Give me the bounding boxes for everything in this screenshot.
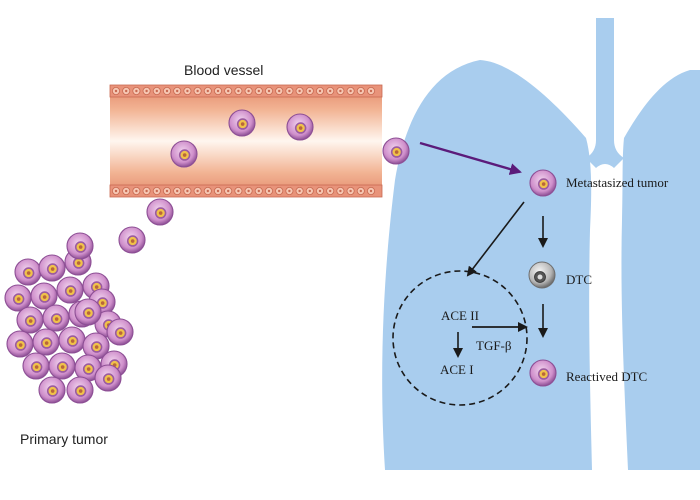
vessel-wall-nucleus [267,89,271,93]
vessel-wall-nucleus [329,89,332,93]
vessel-wall-nucleus [206,89,209,93]
vessel-wall-nucleus [165,89,169,93]
dtc-label: DTC [566,272,592,287]
vessel-wall-nucleus [257,89,260,93]
vessel-wall-nucleus [267,189,271,193]
vessel-wall-nucleus [135,189,138,193]
primary-tumor-cell [66,376,94,404]
primary-tumor-cell [38,254,66,282]
vessel-wall-nucleus [288,189,291,193]
vessel-wall-nucleus [176,189,179,193]
vessel-wall-nucleus [114,89,118,93]
tumor-cells [4,109,557,404]
metastasized-tumor-cell [529,169,557,197]
vessel-wall-nucleus [145,189,148,193]
circulating-tumor-cell [228,109,256,137]
vessel-wall-nucleus [359,89,362,93]
blood-vessel [109,84,383,198]
vessel-wall-nucleus [237,189,240,193]
dtc-cell [528,261,556,289]
primary-tumor-cell [48,352,76,380]
vessel-wall-nucleus [186,189,189,193]
vessel-wall-nucleus [298,89,301,93]
primary-tumor-cell [16,306,44,334]
ace2-label: ACE II [441,308,479,323]
vessel-wall-nucleus [339,89,342,93]
vessel-wall-nucleus [339,189,342,193]
vessel-wall-nucleus [247,89,250,93]
metastasized-tumor-label: Metastasized tumor [566,175,669,190]
vessel-wall-nucleus [369,89,373,93]
vessel-wall-nucleus [349,189,352,193]
primary-tumor-cell [30,282,58,310]
vessel-endothelium [112,87,375,195]
vessel-wall-nucleus [155,189,158,193]
vessel-wall-nucleus [288,89,291,93]
primary-tumor-cell [6,330,34,358]
vessel-wall-nucleus [278,89,281,93]
primary-tumor-cell [58,326,86,354]
vessel-wall-nucleus [237,89,240,93]
vessel-wall-nucleus [155,89,158,93]
right-lung [621,70,700,470]
primary-tumor-cell [14,258,42,286]
arrow-vessel-to-lung [419,141,522,175]
vessel-wall-nucleus [176,89,179,93]
extravasating-cell [382,137,410,165]
vessel-wall-nucleus [227,189,230,193]
circulating-tumor-cell [286,113,314,141]
vessel-wall-nucleus [135,89,138,93]
vessel-wall-nucleus [196,189,199,193]
vessel-wall-nucleus [278,189,281,193]
tgf-beta-label: TGF-β [476,338,512,353]
ace-region-outline [392,270,528,406]
vessel-wall-nucleus [216,189,220,193]
ace1-label: ACE I [440,362,474,377]
vessel-wall-nucleus [216,89,220,93]
primary-tumor-cell [32,328,60,356]
vessel-wall-nucleus [247,189,250,193]
vessel-wall-nucleus [125,89,128,93]
vessel-wall-nucleus [308,189,311,193]
primary-tumor-cell [22,352,50,380]
primary-tumor-cell [74,298,102,326]
primary-tumor-label: Primary tumor [20,431,108,447]
primary-tumor-cell [94,364,122,392]
migrating-cell [66,232,94,260]
reactived-dtc-cell [529,359,557,387]
vessel-wall-nucleus [196,89,199,93]
primary-tumor-cell [56,276,84,304]
primary-tumor-cell [38,376,66,404]
primary-tumor-cell [106,318,134,346]
vessel-wall-nucleus [206,189,209,193]
vessel-wall-nucleus [186,89,189,93]
circulating-tumor-cell [170,140,198,168]
vessel-wall-nucleus [329,189,332,193]
trachea [586,18,624,168]
vessel-wall-nucleus [145,89,148,93]
blood-vessel-label: Blood vessel [184,62,263,78]
vessel-wall-nucleus [227,89,230,93]
vessel-wall-nucleus [318,89,322,93]
primary-tumor-cell [42,304,70,332]
primary-tumor-cell [4,284,32,312]
migrating-cell [118,226,146,254]
vessel-wall-nucleus [318,189,322,193]
reactived-dtc-label: Reactived DTC [566,369,647,384]
vessel-wall-nucleus [349,89,352,93]
vessel-wall-nucleus [359,189,362,193]
vessel-wall-nucleus [369,189,373,193]
vessel-wall-nucleus [257,189,260,193]
lungs [382,18,700,470]
migrating-cell [146,198,174,226]
vessel-wall-nucleus [114,189,118,193]
primary-tumor-cell [82,332,110,360]
vessel-wall-nucleus [125,189,128,193]
vessel-wall-nucleus [308,89,311,93]
left-lung [382,60,592,470]
vessel-wall-nucleus [165,189,169,193]
arrow-tumor-to-ace [466,201,525,277]
vessel-wall-nucleus [298,189,301,193]
